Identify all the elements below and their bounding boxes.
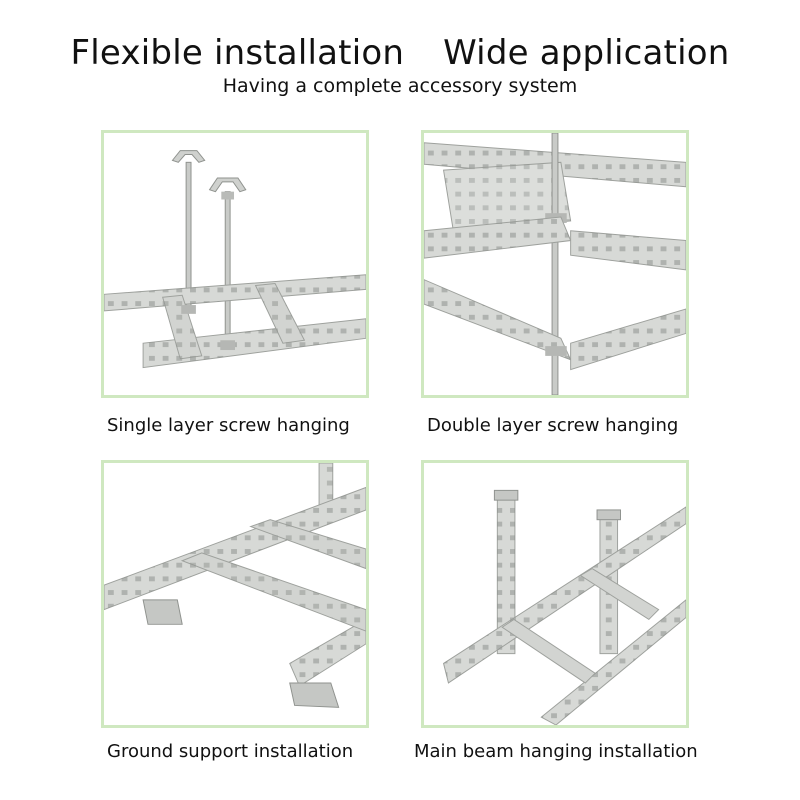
panel-double-layer-image	[421, 130, 689, 398]
panel-single-layer-image	[101, 130, 369, 398]
caption-ground-support: Ground support installation	[107, 741, 354, 762]
caption-single-layer: Single layer screw hanging	[107, 415, 350, 436]
panel-ground-support-image	[101, 460, 369, 728]
main-beam-hanging-installation-illustration	[442, 489, 686, 725]
page-subtitle: Having a complete accessory system	[222, 75, 578, 97]
panel-main-beam-image	[421, 460, 689, 728]
ground-support-installation-illustration	[104, 463, 366, 708]
title-right: Wide application	[443, 33, 730, 73]
single-layer-screw-hanging-illustration	[104, 150, 366, 369]
page-title: Flexible installation Wide application	[0, 30, 800, 76]
double-layer-screw-hanging-illustration	[424, 133, 686, 395]
title-left: Flexible installation	[70, 33, 405, 73]
caption-double-layer: Double layer screw hanging	[427, 415, 679, 436]
caption-main-beam: Main beam hanging installation	[414, 741, 698, 762]
